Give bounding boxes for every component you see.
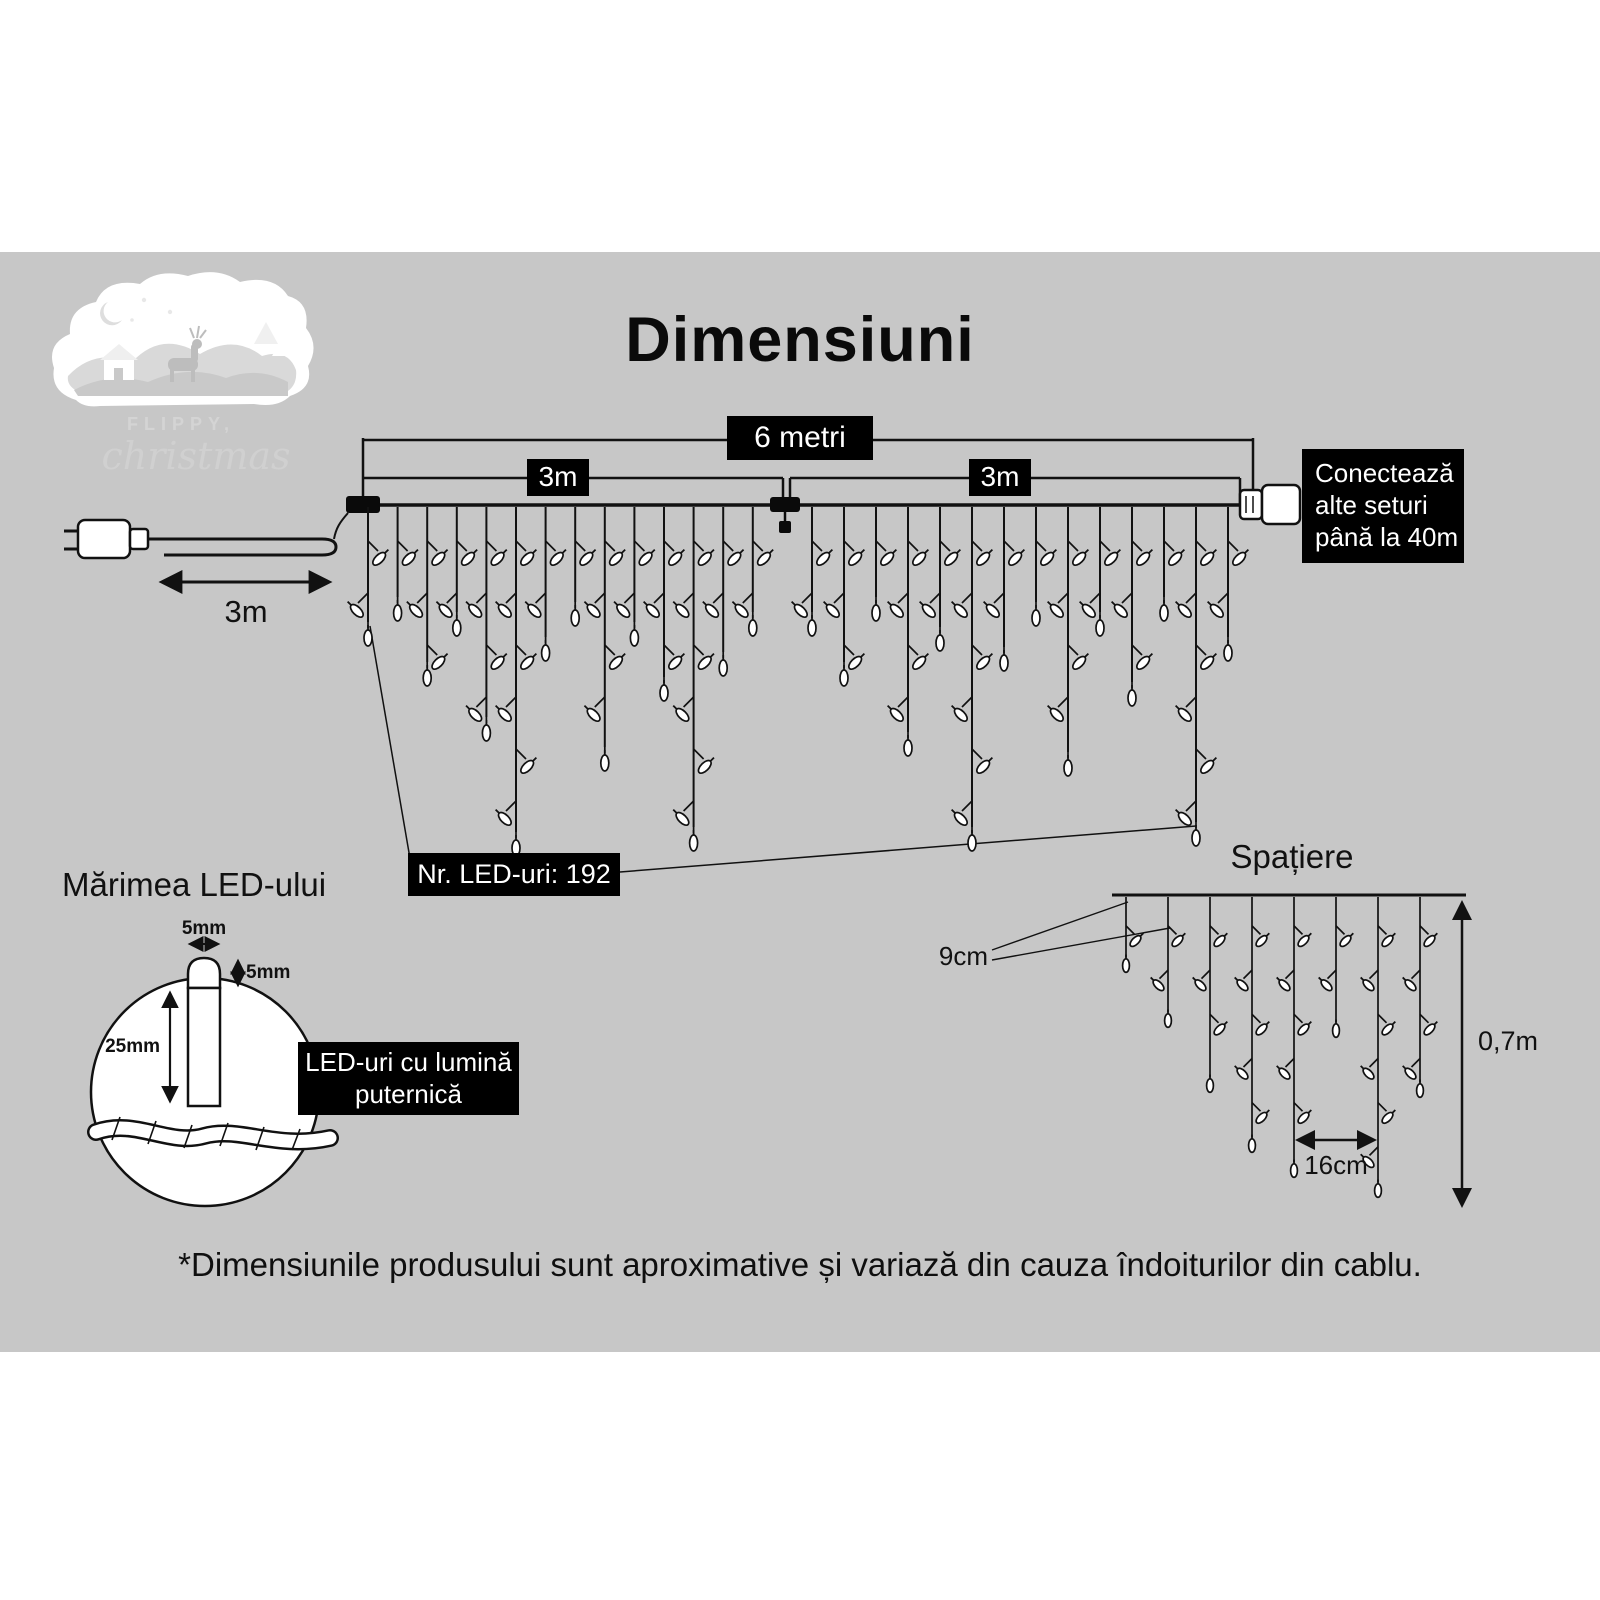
- moon-icon: [100, 302, 122, 326]
- connector-tab: [779, 521, 791, 533]
- spacing-heading: Spațiere: [1230, 838, 1354, 875]
- body-height-label: 25mm: [105, 1036, 160, 1057]
- connect-note-box: Conectează alte seturi până la 40m: [1302, 449, 1464, 563]
- star-icon: [167, 309, 173, 315]
- led-count-pointer-right: [619, 825, 1197, 873]
- star-icon: [130, 318, 134, 322]
- total-span-badge: 6 metri: [727, 416, 873, 460]
- power-plug-icon: [64, 518, 150, 560]
- led-callout-box: LED-uri cu lumină puternică: [298, 1042, 519, 1115]
- led-bulb-drawing: [186, 956, 222, 1108]
- cap-width-label: 5mm: [181, 918, 227, 939]
- tree-icon: [254, 322, 278, 344]
- spacing-strands: [1121, 897, 1438, 1199]
- logo-winter-scene: [52, 272, 314, 407]
- led-gap-label: 16cm: [1304, 1150, 1368, 1180]
- house-icon: [100, 344, 138, 380]
- logo-brand-text: FLIPPY,: [126, 414, 235, 434]
- lead-wire: [148, 537, 338, 557]
- lead-span-label: 3m: [224, 594, 268, 629]
- icicle-strands: [346, 507, 1250, 857]
- connect-note-line1: Conectează: [1315, 458, 1454, 489]
- start-gap-label: 9cm: [938, 941, 988, 971]
- start-gap-pointer-2: [991, 927, 1171, 961]
- start-gap-pointer-1: [991, 901, 1129, 951]
- logo-hills-front: [74, 371, 288, 396]
- wire-connector-middle: [770, 497, 800, 512]
- deer-icon: [168, 325, 207, 382]
- left-span-badge: 3m: [527, 459, 589, 496]
- connect-note-line3: până la 40m: [1315, 521, 1459, 552]
- led-callout-line1: LED-uri cu lumină: [305, 1046, 512, 1077]
- wire-connector-left: [346, 496, 380, 513]
- drop-height-label: 0,7m: [1478, 1026, 1539, 1056]
- twisted-wire: [87, 1116, 339, 1151]
- tree-icon: [80, 338, 100, 358]
- cap-height-label: 5mm: [246, 962, 291, 983]
- led-callout-line2: puternică: [355, 1078, 462, 1109]
- tree-icon: [244, 302, 268, 324]
- page-title: Dimensiuni: [625, 305, 975, 375]
- right-span-badge: 3m: [969, 459, 1031, 496]
- star-icon: [141, 297, 147, 303]
- connect-note-line2: alte seturi: [1315, 490, 1428, 521]
- tree-icon: [272, 338, 292, 356]
- footnote: *Dimensiunile produsului sunt aproximati…: [178, 1246, 1422, 1283]
- led-size-heading: Mărimea LED-ului: [62, 866, 327, 903]
- led-count-badge: Nr. LED-uri: 192: [408, 853, 620, 896]
- led-count-pointer-left: [369, 625, 413, 871]
- end-plug-icon: [1238, 483, 1302, 526]
- lead-wire-link: [333, 512, 349, 540]
- logo-script-text: christmas: [101, 434, 291, 478]
